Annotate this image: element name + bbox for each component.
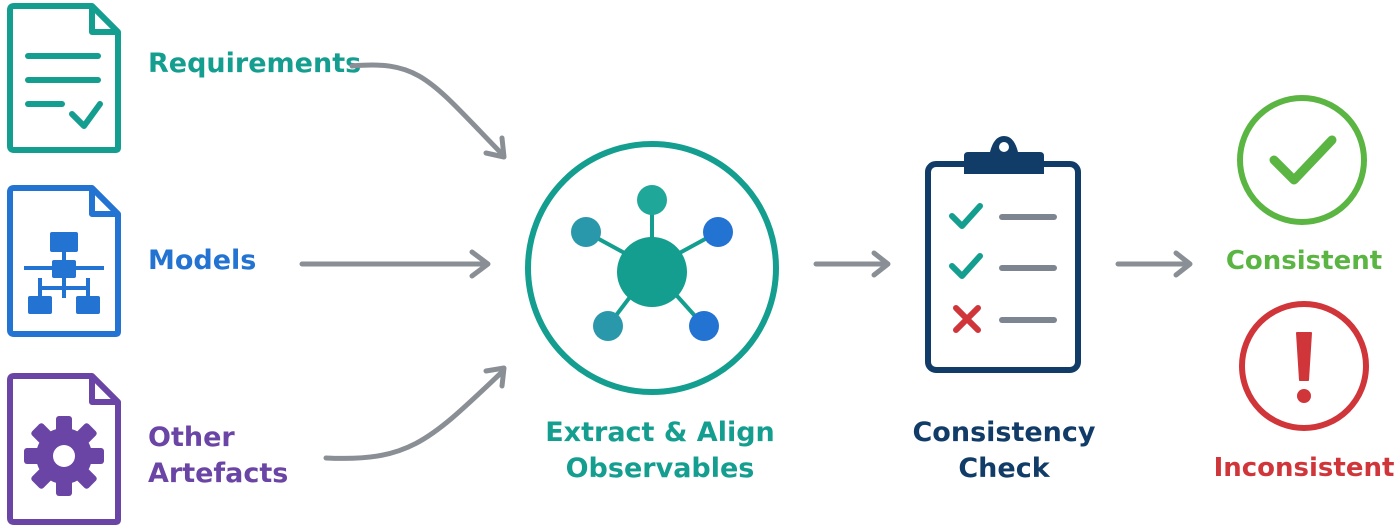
other-label-line1: Other [148,422,235,453]
arrow-to-check [813,250,891,278]
check-label-line2: Check [958,453,1050,484]
arrow-to-outcomes [1115,250,1193,278]
consistent-label: Consistent [1226,246,1382,276]
document-check-icon [7,3,121,153]
document-gear-icon [7,373,121,525]
arrow-other [323,365,507,461]
clipboard-checklist-icon [925,136,1081,373]
arrow-models [299,249,491,279]
other-label-line2: Artefacts [148,458,288,489]
check-label-line1: Consistency [912,417,1095,448]
document-hierarchy-icon [7,185,121,337]
extract-label-line2: Observables [566,453,755,484]
exclamation-circle-icon [1239,301,1369,431]
requirements-label: Requirements [148,48,361,79]
models-label: Models [148,245,256,276]
check-circle-icon [1237,95,1367,225]
network-node-icon [525,141,779,395]
arrow-requirements [349,62,507,160]
extract-label-line1: Extract & Align [545,417,775,448]
inconsistent-label: Inconsistent [1214,453,1395,483]
